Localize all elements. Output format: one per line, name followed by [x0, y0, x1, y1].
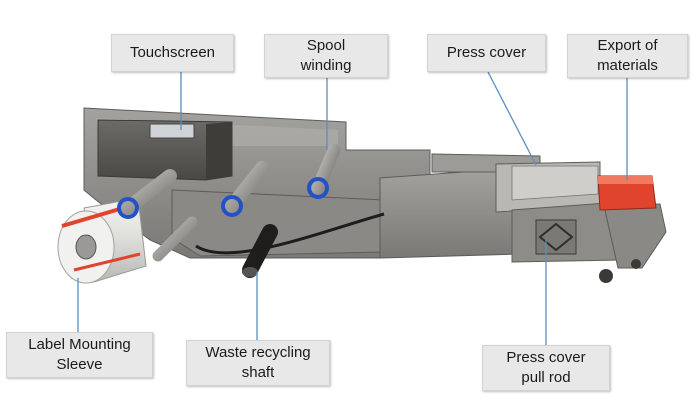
leader-lines — [77, 71, 628, 345]
callout-press-cover-pull-rod: Press cover pull rod — [482, 345, 610, 391]
callout-spool-winding: Spool winding — [264, 34, 388, 78]
callout-press-cover: Press cover — [427, 34, 546, 72]
export-material-block — [597, 175, 657, 211]
touchscreen-unit — [97, 119, 233, 181]
callout-label-mounting-sleeve: Label Mounting Sleeve — [6, 332, 153, 378]
callout-waste-recycling-shaft: Waste recycling shaft — [186, 340, 330, 386]
feed-unit — [379, 153, 667, 283]
callout-touchscreen: Touchscreen — [111, 34, 234, 72]
spool-rollers — [117, 143, 341, 262]
waste-recycling-shaft-graphic — [195, 212, 385, 278]
callout-export-of-materials: Export of materials — [567, 34, 688, 78]
